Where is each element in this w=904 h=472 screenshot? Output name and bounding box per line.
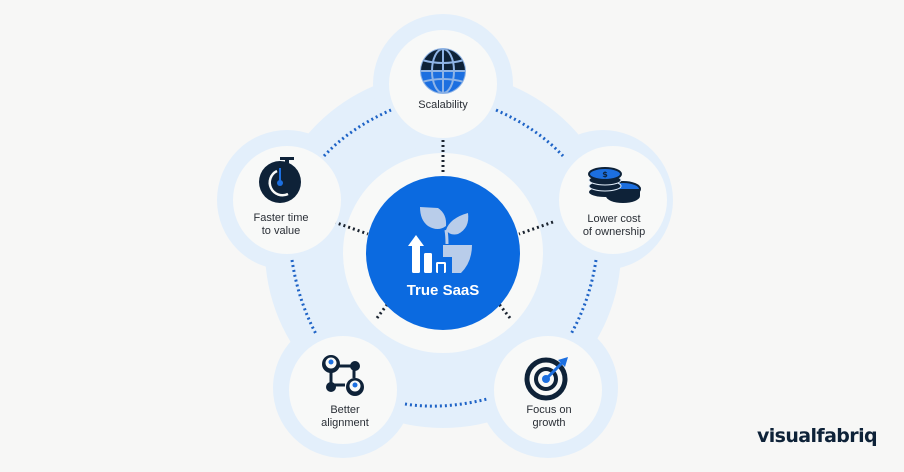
node-label-better-alignment: Better alignment	[321, 404, 369, 429]
globe-icon	[420, 48, 466, 94]
svg-text:$: $	[602, 170, 608, 179]
coins-icon: $	[588, 167, 641, 203]
node-label-scalability: Scalability	[418, 99, 468, 111]
plant-growth-chart-icon	[408, 207, 472, 273]
arc-connectors	[290, 108, 598, 408]
node-label-focus-growth: Focus on growth	[526, 404, 572, 429]
node-label-faster-time: Faster time to value	[253, 212, 309, 237]
team-network-icon	[322, 355, 364, 396]
center-label: True SaaS	[406, 282, 480, 299]
brand-logo: visualfabriq	[756, 425, 878, 447]
node-label-lower-cost: Lower cost of ownership	[582, 213, 646, 238]
spoke-connectors	[333, 140, 554, 319]
target-icon	[524, 357, 568, 401]
stopwatch-icon	[259, 157, 301, 203]
